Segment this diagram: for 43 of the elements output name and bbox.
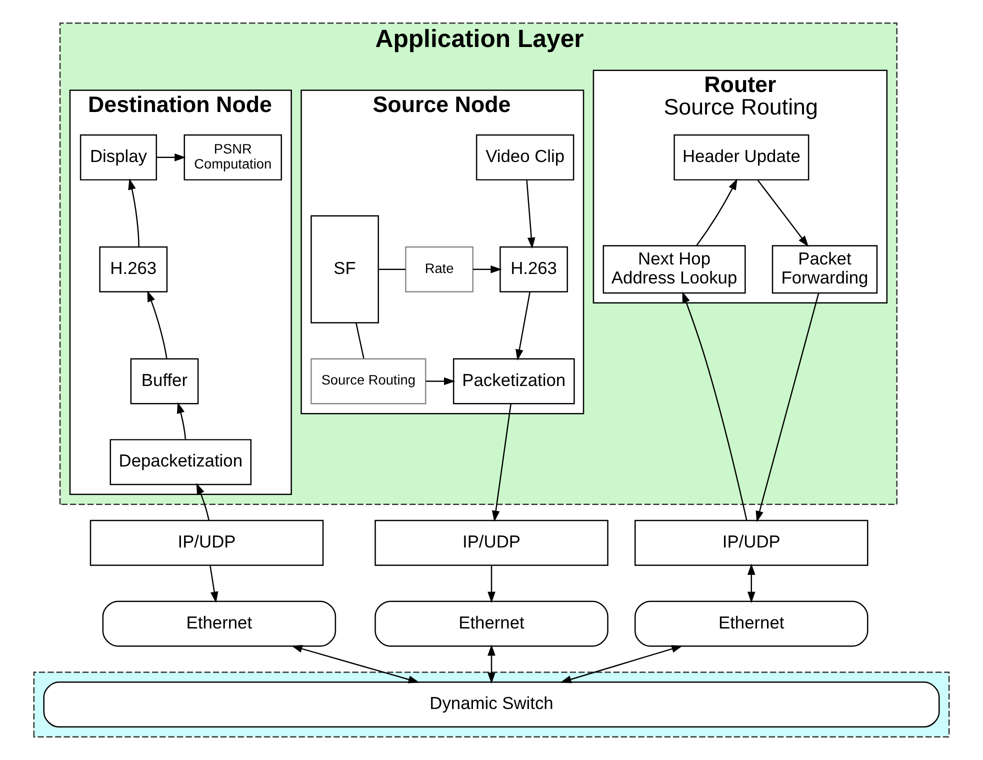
node-box: Ethernet <box>374 600 608 647</box>
arrow <box>291 644 420 684</box>
arrow <box>147 290 168 359</box>
node-box: SF <box>310 215 379 324</box>
connector <box>356 322 364 359</box>
node-box: IP/UDP <box>374 520 608 566</box>
node-box: PSNR Computation <box>184 134 282 180</box>
arrow <box>696 178 738 246</box>
arrow <box>516 292 530 361</box>
arrow <box>196 482 210 520</box>
arrow <box>492 404 512 522</box>
node-box: Next Hop Address Lookup <box>602 245 746 294</box>
arrow <box>128 178 140 247</box>
arrow <box>682 292 748 520</box>
node-box: Video Clip <box>476 134 574 180</box>
node-box: Ethernet <box>634 600 868 647</box>
node-box: Packetization <box>452 358 575 404</box>
arrow <box>156 154 186 162</box>
arrow <box>560 645 683 684</box>
node-box: Packet Forwarding <box>772 245 878 294</box>
node-box: Buffer <box>130 358 199 404</box>
connector <box>378 268 406 270</box>
node-box: Depacketization <box>110 439 252 486</box>
node-box: Source Routing <box>310 358 426 404</box>
node-box: H.263 <box>99 246 168 292</box>
node-box: Dynamic Switch <box>43 682 940 728</box>
arrow <box>488 644 496 684</box>
arrow <box>426 377 456 386</box>
arrow <box>526 180 536 249</box>
node-box: Header Update <box>674 134 810 180</box>
arrow <box>756 293 820 522</box>
arrow <box>210 565 218 603</box>
arrow <box>472 265 502 274</box>
node-box: Ethernet <box>102 600 336 647</box>
node-box: IP/UDP <box>90 520 324 566</box>
node-box: IP/UDP <box>634 520 868 566</box>
arrow <box>757 180 809 247</box>
arrow <box>747 564 756 603</box>
arrow <box>177 402 186 440</box>
node-box: Display <box>80 134 158 180</box>
arrow <box>488 566 496 603</box>
node-box: Rate <box>405 246 474 292</box>
node-box: H.263 <box>500 246 568 292</box>
